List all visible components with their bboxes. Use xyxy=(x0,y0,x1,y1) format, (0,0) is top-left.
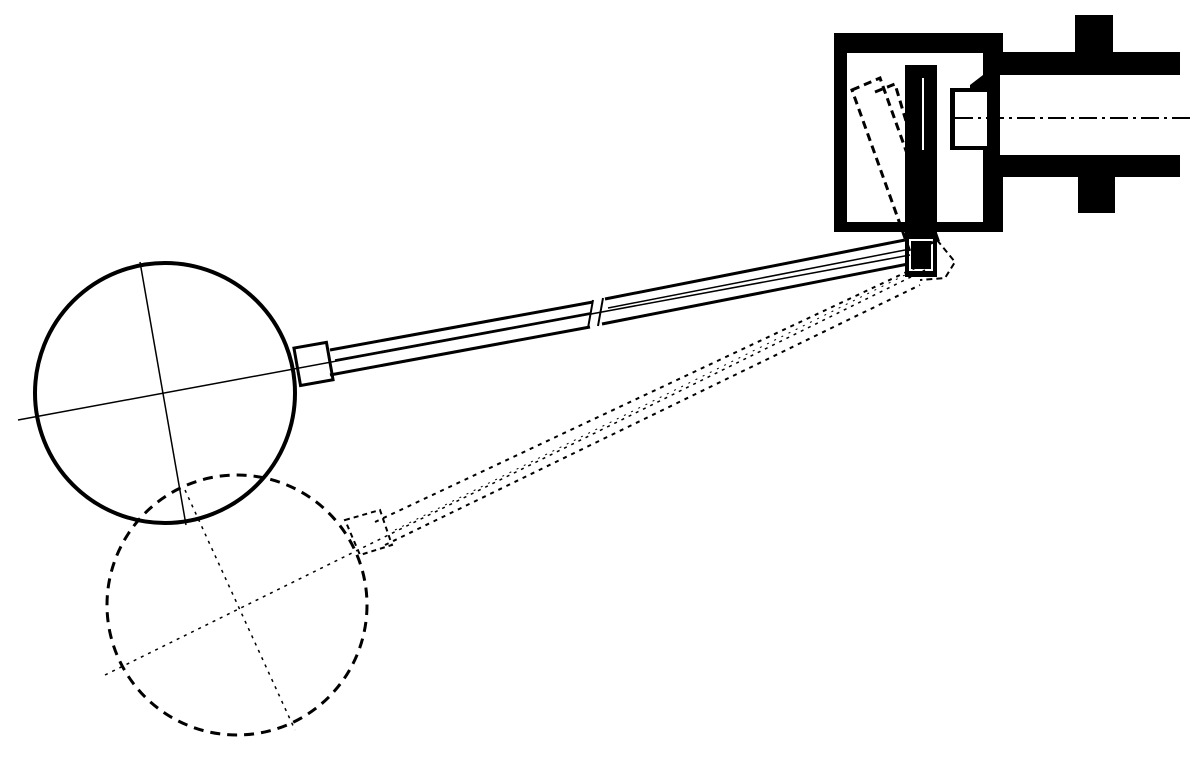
nipple-bore xyxy=(1000,75,1180,155)
ball-vertical-axis xyxy=(139,261,187,526)
ball-centerline xyxy=(17,254,911,421)
float-lowered xyxy=(104,267,926,737)
lock-nut-top xyxy=(1075,15,1113,53)
lock-nut-bottom xyxy=(1078,177,1115,213)
valve-body xyxy=(834,15,1195,281)
rod-hub xyxy=(292,340,335,388)
float-ball-lowered xyxy=(105,473,369,737)
float-ball xyxy=(33,261,297,525)
float-rod xyxy=(292,238,909,388)
